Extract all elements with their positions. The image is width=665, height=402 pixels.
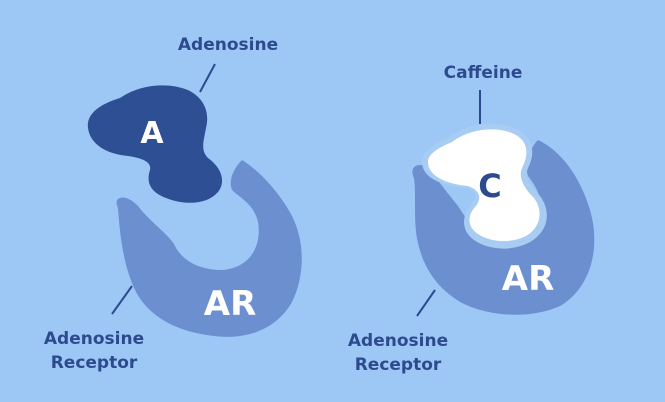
- right-receptor-label-line2: Receptor: [355, 355, 442, 375]
- left-receptor-label-line2: Receptor: [51, 353, 138, 373]
- left-receptor-letters: AR: [204, 284, 257, 324]
- adenosine-label: Adenosine: [178, 35, 278, 55]
- left-receptor-label-line1: Adenosine: [44, 329, 144, 349]
- right-receptor-leader-line: [416, 289, 436, 317]
- adenosine-letter: A: [140, 116, 164, 151]
- left-receptor-shape: [116, 160, 302, 337]
- right-receptor-letters: AR: [502, 259, 555, 299]
- adenosine-molecule-shape: [87, 85, 223, 203]
- adenosine-leader-line: [199, 63, 216, 93]
- caffeine-letter: C: [478, 167, 501, 205]
- caffeine-label: Caffeine: [444, 63, 523, 83]
- right-panel: C AR Caffeine Adenosine Receptor: [348, 63, 595, 375]
- left-receptor-leader-line: [111, 285, 133, 315]
- right-receptor-shape: [412, 140, 595, 315]
- left-panel: A AR Adenosine Adenosine Receptor: [44, 35, 302, 373]
- right-receptor-label-line1: Adenosine: [348, 331, 448, 351]
- caffeine-molecule-shape: [428, 129, 540, 242]
